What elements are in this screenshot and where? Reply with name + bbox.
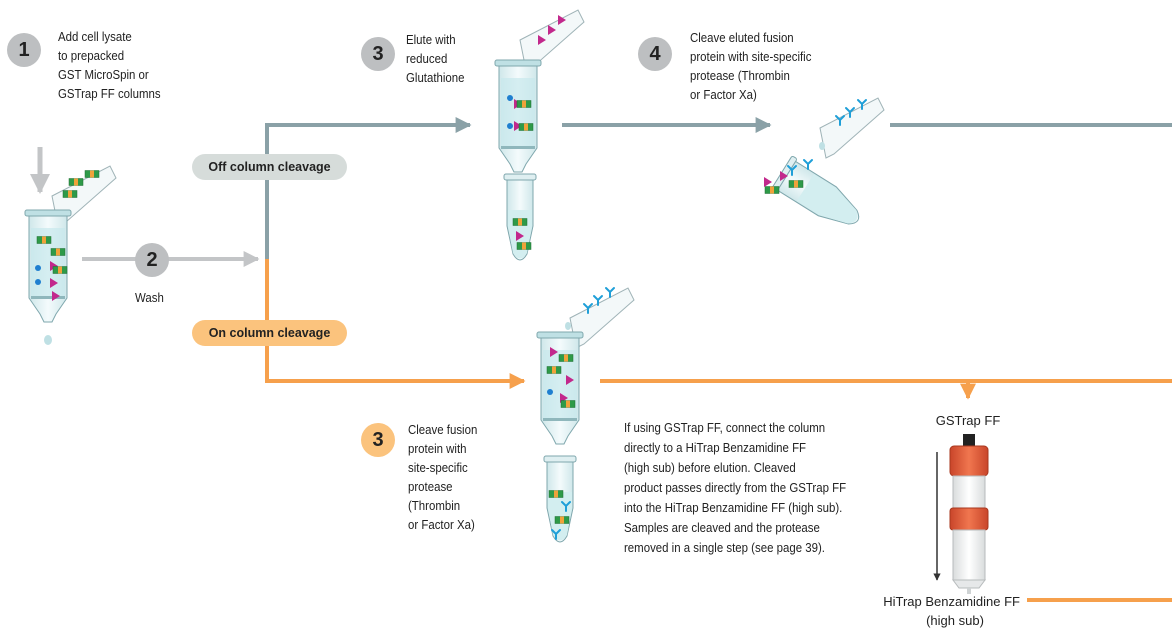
- drop-icon: [44, 335, 52, 345]
- hitrap-tip: [967, 588, 971, 594]
- protease-bag: [819, 97, 885, 159]
- step-3-on-badge: 3: [361, 423, 395, 457]
- fusion-protein-icon: [84, 170, 100, 178]
- step-4-badge: 4: [638, 37, 672, 71]
- fusion-protein-icon: [788, 180, 804, 188]
- hitrap-outlet: [952, 579, 986, 589]
- on-column-path: [265, 259, 1172, 602]
- fusion-protein-icon: [764, 186, 780, 194]
- fusion-protein-icon: [68, 178, 84, 186]
- gstrap-body: [952, 475, 986, 509]
- target-protein-icon: [764, 177, 772, 187]
- step-4-text: Cleave eluted fusion protein with site-s…: [690, 30, 812, 102]
- hitrap-body: [952, 529, 986, 581]
- fusion-protein-icon: [554, 516, 570, 524]
- on-column-cleavage-column: [536, 287, 635, 543]
- fusion-protein-icon: [516, 242, 532, 250]
- step-2-badge: 2: [135, 243, 169, 277]
- hitrap-label: HiTrap Benzamidine FF: [883, 594, 1020, 609]
- fusion-protein-icon: [62, 190, 78, 198]
- fusion-protein-icon: [512, 218, 528, 226]
- loading-column: [24, 147, 117, 345]
- fusion-protein-icon: [52, 266, 68, 274]
- cleavage-tube: [764, 97, 885, 225]
- impurity-icon: [35, 279, 41, 285]
- impurity-icon: [507, 95, 513, 101]
- column-coupling: [949, 507, 989, 531]
- step-2-text: Wash: [135, 290, 164, 305]
- step-1-text: Add cell lysate to prepacked GST MicroSp…: [58, 29, 161, 101]
- impurity-icon: [547, 389, 553, 395]
- drop-icon: [819, 142, 825, 150]
- hitrap-sublabel: (high sub): [926, 613, 984, 628]
- off-column-cleavage-label: Off column cleavage: [192, 154, 347, 180]
- on-column-cleavage-label: On column cleavage: [192, 320, 347, 346]
- fusion-protein-icon: [516, 100, 532, 108]
- step-3-off-badge: 3: [361, 37, 395, 71]
- impurity-icon: [35, 265, 41, 271]
- spin-column-icon: [536, 331, 584, 445]
- fusion-protein-icon: [518, 123, 534, 131]
- column-connector: [963, 434, 975, 448]
- fusion-protein-icon: [546, 366, 562, 374]
- gstrap-label: GSTrap FF: [935, 413, 1001, 428]
- fusion-protein-icon: [560, 400, 576, 408]
- fusion-protein-icon: [50, 248, 66, 256]
- step-3-on-text: Cleave fusion protein with site-specific…: [408, 422, 478, 532]
- fusion-protein-icon: [36, 236, 52, 244]
- spin-column-icon: [494, 59, 542, 173]
- gstrap-hitrap-columns: [933, 434, 989, 594]
- impurity-icon: [507, 123, 513, 129]
- drop-icon: [565, 322, 571, 330]
- step-1-badge: 1: [7, 33, 41, 67]
- step-3-off-text: Elute with reduced Glutathione: [406, 32, 465, 85]
- gstrap-note-text: If using GSTrap FF, connect the column d…: [624, 420, 847, 555]
- spin-column-icon: [24, 209, 72, 323]
- gstrap-cap: [949, 445, 989, 477]
- off-column-path: [265, 117, 1172, 259]
- fusion-protein-icon: [548, 490, 564, 498]
- elution-column: [494, 9, 585, 261]
- fusion-protein-icon: [558, 354, 574, 362]
